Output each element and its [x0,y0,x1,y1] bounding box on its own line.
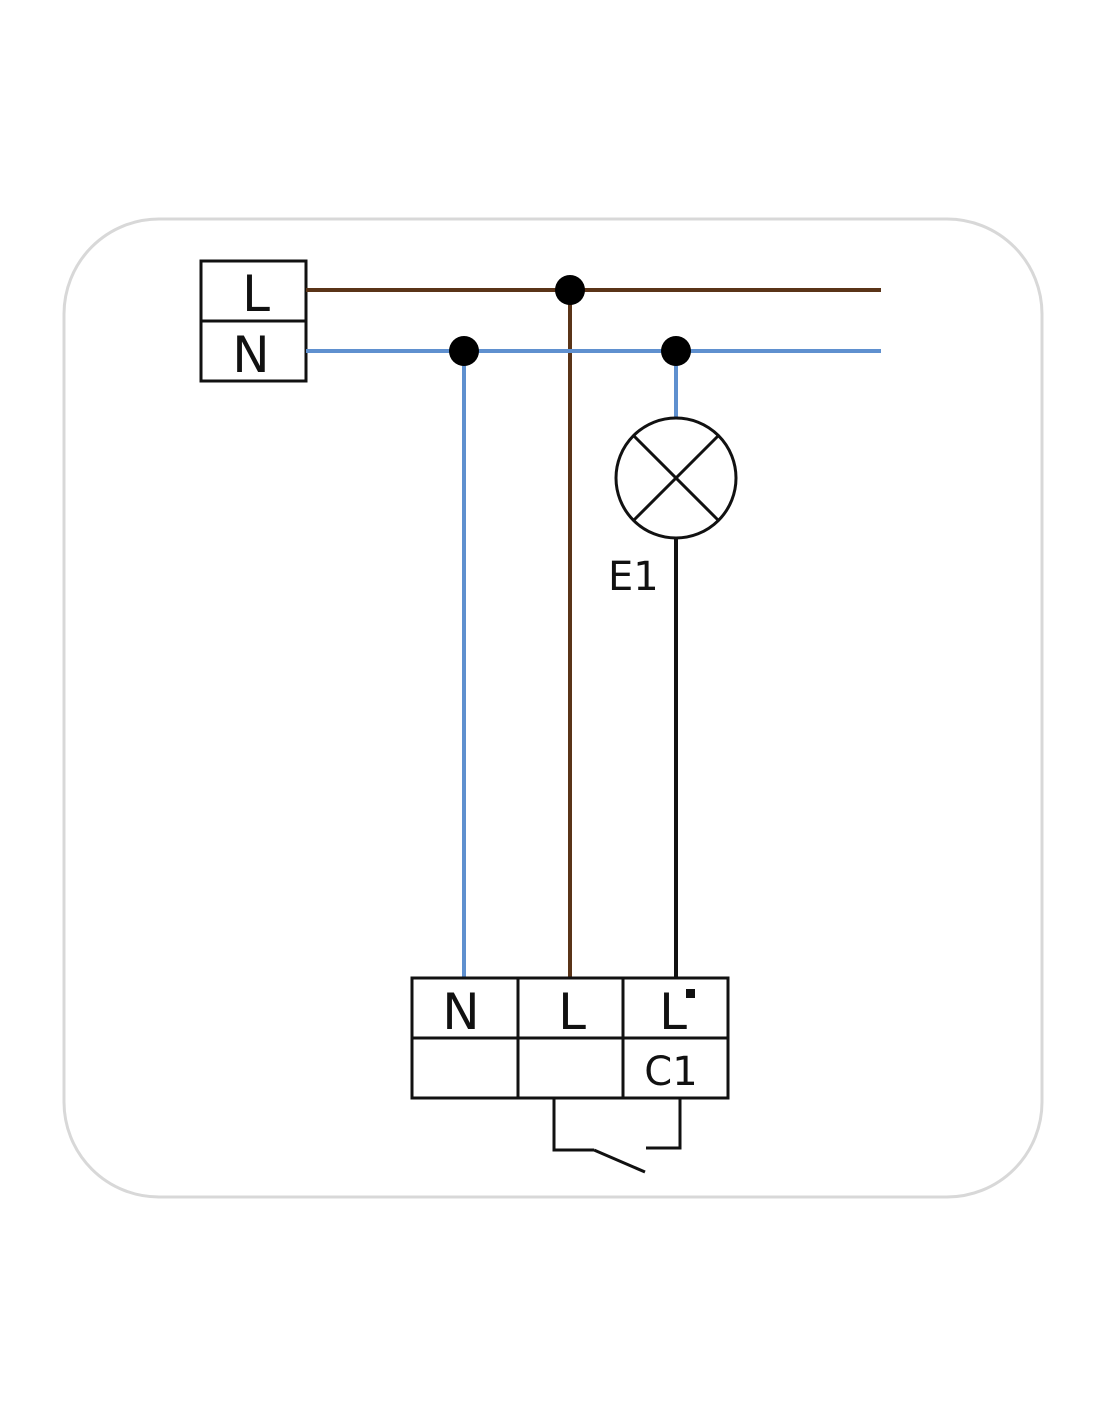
device-switched-line-label: L [659,983,687,1041]
lamp-neutral-junction-dot [661,336,691,366]
contact-right-lead [646,1098,682,1150]
device-contact-label: C1 [644,1049,697,1095]
line-wire-group [306,288,881,978]
supply-terminal-block: L N [199,259,308,384]
lamp-label: E1 [608,554,659,600]
device-neutral-label: N [442,983,479,1041]
supply-line-label: L [242,265,270,323]
supply-neutral-label: N [232,326,269,384]
lamp-cross-b [632,434,720,522]
contact-blade [593,1148,646,1174]
device-line-label: L [558,983,586,1041]
diagram-frame [62,217,1044,1199]
contact-left-lead [552,1098,594,1152]
relay-contact-icon [552,1098,682,1174]
lamp-icon [614,416,738,540]
neutral-junction-dot [449,336,479,366]
switched-line-marker-icon [686,989,695,998]
line-junction-dot [555,275,585,305]
device-terminal-block [410,976,730,1100]
